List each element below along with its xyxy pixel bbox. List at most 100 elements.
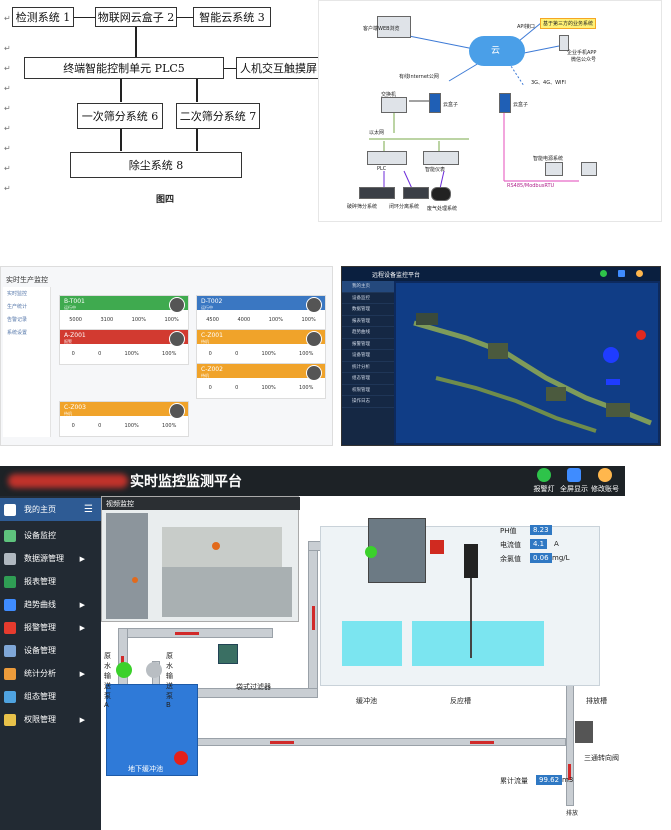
scada-small-menu-item[interactable]: 设备监控 <box>342 293 394 304</box>
sidebar-item-label: 我的主页 <box>24 505 56 514</box>
menu-toggle-icon[interactable]: ☰ <box>84 504 93 515</box>
chlorine-value: 0.06 <box>530 553 552 563</box>
scada-small-menu-item[interactable]: 报表管理 <box>342 316 394 327</box>
alarm-light-button[interactable]: 报警灯 <box>523 468 565 496</box>
main-header: 实时监控监测平台 报警灯 全屏显示 修改账号 <box>0 466 625 496</box>
sidebar-item-alarms[interactable]: 报警管理 ▶ <box>0 616 101 639</box>
connector <box>196 79 198 102</box>
scada-small-menu-item[interactable]: 设备管理 <box>342 350 394 362</box>
scada-small-menu-item[interactable]: 报警管理 <box>342 339 394 350</box>
fan-icon <box>431 187 451 201</box>
sidebar-item-configuration[interactable]: 组态管理 <box>0 685 101 708</box>
alarm-icon <box>4 621 16 634</box>
flow-indicator <box>270 741 294 744</box>
label-current: 电流值 <box>500 541 521 549</box>
flow-indicator <box>470 741 494 744</box>
card-value: 100% <box>261 351 276 357</box>
sidebar-item-label: 报警管理 <box>24 623 56 632</box>
card-status: 待机 <box>201 373 209 378</box>
pump-a-status-icon <box>116 662 132 678</box>
sidebar-item-devices[interactable]: 设备管理 <box>0 639 101 662</box>
card-value: 0 <box>71 351 75 357</box>
chevron-right-icon: ▶ <box>79 669 85 678</box>
video-panel[interactable]: 视频监控 <box>101 496 300 622</box>
chlorine-unit: mg/L <box>552 554 570 562</box>
dashboard-nav-item[interactable]: 生产统计 <box>7 304 28 310</box>
flow-indicator <box>312 606 315 630</box>
change-account-label: 修改账号 <box>591 485 619 493</box>
sidebar-item-label: 统计分析 <box>24 669 56 678</box>
dashboard-nav-item[interactable]: 告警记录 <box>7 317 28 323</box>
monitor-icon <box>4 529 16 542</box>
card-value: 100% <box>164 317 179 323</box>
cloud-box-icon <box>429 93 441 113</box>
scada-small-sidebar: 我的主页 设备监控 数据管理 报表管理 趋势曲线 报警管理 设备管理 统计分析 … <box>342 281 394 445</box>
sidebar-item-trends[interactable]: 趋势曲线 ▶ <box>0 593 101 616</box>
label-energy: 智能电源系统 <box>533 156 564 162</box>
flowchart-panel: ↵ ↵ ↵ ↵ ↵ ↵ ↵ ↵ ↵ 检测系统 1 物联网云盒子 2 智能云系统 … <box>0 0 330 205</box>
device-icon <box>306 331 322 347</box>
dashboard-nav-item[interactable]: 系统设置 <box>7 330 28 336</box>
alarm-light-icon[interactable] <box>600 270 607 277</box>
excel-icon <box>4 575 16 588</box>
pipe <box>566 676 574 806</box>
card-value: 100% <box>299 351 314 357</box>
dashboard-nav-item[interactable]: 实时监控 <box>7 291 28 297</box>
video-title: 视频监控 <box>102 497 300 510</box>
sidebar-item-statistics[interactable]: 统计分析 ▶ <box>0 662 101 685</box>
video-floor <box>162 567 292 617</box>
sidebar-item-datasource[interactable]: 数据源管理 ▶ <box>0 547 101 570</box>
label-app: 企业手机APP <box>567 50 597 56</box>
chevron-right-icon: ▶ <box>79 600 85 609</box>
sidebar-item-device-monitor[interactable]: 设备监控 <box>0 524 101 547</box>
video-object <box>132 577 138 583</box>
sidebar-item-permissions[interactable]: 权限管理 ▶ <box>0 708 101 731</box>
scada-small-menu-item[interactable]: 数据管理 <box>342 304 394 316</box>
card-value: 100% <box>299 385 314 391</box>
sidebar-item-label: 报表管理 <box>24 577 56 586</box>
card-name: C-Z002 <box>201 366 223 373</box>
user-icon[interactable] <box>636 270 643 277</box>
machine-icon <box>359 187 395 199</box>
box-plc-controller: 终端智能控制单元 PLC5 <box>24 57 224 79</box>
label-internet: 有线Internet公网 <box>399 74 439 80</box>
scada-small-menu-item[interactable]: 趋势曲线 <box>342 327 394 339</box>
scada-small-menu-item[interactable]: 权限管理 <box>342 385 394 396</box>
scada-small-menu-item[interactable]: 操作日志 <box>342 396 394 408</box>
total-flow-unit: m3 <box>562 776 574 784</box>
label-switch: 交换机 <box>381 92 397 98</box>
scada-small-menu-item[interactable]: 组态管理 <box>342 373 394 385</box>
valve-motor-icon <box>575 721 593 743</box>
energy-icon <box>545 162 563 176</box>
fullscreen-button[interactable]: 全屏显示 <box>553 468 595 496</box>
scada-small-menu-item[interactable]: 统计分析 <box>342 362 394 373</box>
fullscreen-icon[interactable] <box>618 270 625 277</box>
card-value: 0 <box>98 351 102 357</box>
card-status: 运行中 <box>201 305 213 310</box>
box-primary-screening: 一次筛分系统 6 <box>77 103 163 129</box>
label-reactor: 反应槽 <box>450 697 471 705</box>
card-name: D-T002 <box>201 298 223 305</box>
scada-small-header: 远程设备监控平台 <box>342 267 660 281</box>
label-valve: 三通转向阀 <box>584 754 619 762</box>
card-value: 100% <box>124 351 139 357</box>
total-flow-value: 99.62 <box>536 775 563 785</box>
sidebar-item-label: 权限管理 <box>24 715 56 724</box>
scada-small-menu-item[interactable]: 我的主页 <box>342 281 394 293</box>
label-rs485: RS485/ModbusRTU <box>507 183 555 189</box>
machine-icon <box>403 187 429 199</box>
sidebar-item-home[interactable]: 我的主页 ☰ <box>0 498 101 521</box>
label-buffer: 缓冲池 <box>356 697 377 705</box>
main-title: 实时监控监测平台 <box>130 474 242 490</box>
figure-caption: 图四 <box>156 195 175 205</box>
change-account-button[interactable]: 修改账号 <box>584 468 626 496</box>
sidebar-item-reports[interactable]: 报表管理 <box>0 570 101 593</box>
